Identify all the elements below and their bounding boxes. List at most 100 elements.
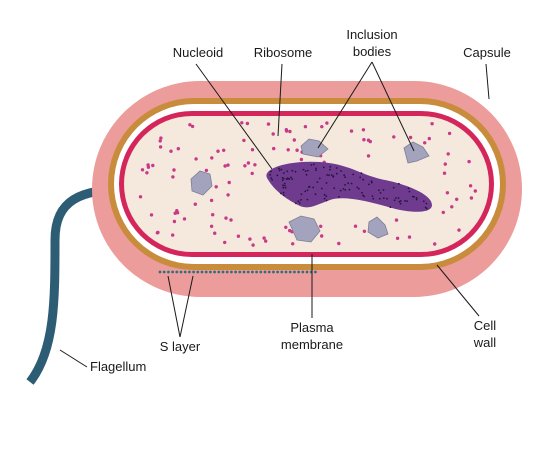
nucleoid-dna-dot [284, 186, 287, 189]
nucleoid-dna-dot [318, 177, 321, 180]
ribosome-dot [175, 209, 179, 213]
s-layer-dot [301, 270, 305, 274]
label-plasma-membrane-line2: membrane [281, 337, 343, 352]
ribosome-dot [140, 168, 145, 172]
nucleoid-dna-dot [306, 189, 309, 192]
ribosome-dot [213, 231, 217, 235]
nucleoid-dna-dot [304, 170, 307, 173]
ribosome-dot [159, 136, 163, 140]
nucleoid-dna-dot [283, 172, 285, 174]
inclusion-body [403, 141, 430, 164]
s-layer-dot [204, 270, 208, 274]
nucleoid-dna-dot [330, 174, 333, 176]
nucleoid-dna-dot [325, 195, 328, 198]
ribosome-dot [455, 197, 459, 201]
s-layer-dot [293, 270, 296, 274]
nucleoid-dna-dot [306, 169, 309, 172]
nucleoid-dna-dot [312, 186, 315, 189]
nucleoid-dna-dot [329, 168, 331, 171]
ribosome-dot [262, 236, 266, 240]
s-layer-dot [242, 270, 246, 274]
s-layer-dot [200, 270, 204, 274]
nucleoid-dna-dot [425, 202, 428, 205]
nucleoid-dna-dot [278, 169, 281, 172]
ribosome-dot [222, 148, 226, 152]
nucleoid-dna-dot [286, 170, 289, 173]
inclusion-body [288, 215, 321, 243]
s-layer-dot [305, 270, 309, 274]
ribosome-dot [145, 171, 149, 175]
ribosome-dot [151, 163, 155, 168]
ribosome-dot [349, 129, 354, 133]
nucleoid-dna-dot [398, 182, 400, 185]
ribosome-dot [292, 138, 296, 142]
ribosome-dot [245, 121, 250, 126]
nucleoid-dna-dot [398, 200, 401, 203]
ribosome-dot [467, 159, 471, 164]
ribosome-dot [320, 234, 324, 238]
ribosome-dot [362, 229, 367, 233]
nucleoid-dna-dot [307, 186, 310, 189]
s-layer-dot [284, 270, 288, 274]
nucleoid-dna-dot [282, 194, 285, 197]
s-layer-dot [217, 270, 221, 274]
nucleoid-dna-dot [316, 181, 319, 184]
s-layer-dot [259, 270, 263, 274]
ribosome-dot [288, 129, 292, 134]
ribosome-dot [264, 239, 268, 243]
ribosome-dot [271, 132, 275, 136]
ribosome-dot [266, 122, 271, 126]
nucleoid-dna-dots [269, 163, 428, 210]
ribosome-dot [325, 121, 329, 125]
ribosome-dot [368, 139, 372, 144]
nucleoid-dna-dot [306, 198, 309, 201]
nucleoid-dna-dot [358, 187, 360, 190]
nucleoid-dna-dot [310, 164, 313, 166]
s-layer-dot [213, 270, 217, 274]
ribosome-dot [457, 228, 461, 232]
s-layer-dot [230, 270, 233, 274]
ribosome-dot [155, 231, 160, 235]
ribosome-dot [427, 136, 431, 141]
nucleoid-dna-dot [304, 190, 307, 193]
nucleoid-dna-dot [347, 182, 350, 185]
s-layer-dot [158, 270, 162, 274]
ribosome-dot [250, 148, 255, 152]
ribosome-dot [227, 180, 231, 185]
ribosome-dot [433, 242, 437, 246]
nucleoid-dna-dot [411, 195, 414, 198]
ribosome-dot [171, 233, 175, 237]
s-layer-dot [175, 270, 179, 274]
nucleoid-dna-dot [280, 168, 283, 171]
nucleoid-dna-dot [343, 174, 346, 177]
nucleoid-dna-dot [389, 206, 392, 209]
ribosome-dot [445, 191, 450, 195]
ribosome-dot [236, 234, 241, 238]
inclusion-body [367, 216, 389, 239]
ribosome-dot [214, 185, 218, 189]
ribosome-dot [284, 129, 289, 133]
nucleoid-dna-dot [422, 200, 425, 203]
label-cell-wall-line2: wall [473, 335, 497, 350]
nucleoid-dna-dot [280, 192, 282, 195]
nucleoid-dna-dot [290, 176, 292, 179]
nucleoid-dna-dot [368, 183, 370, 186]
nucleoid-dna-dot [271, 179, 273, 181]
label-plasma-membrane-line1: Plasma [290, 320, 334, 335]
nucleoid-dna-dot [397, 197, 400, 199]
label-ribosome: Ribosome [254, 45, 313, 60]
nucleoid-dna-dot [382, 197, 385, 200]
nucleoid-dna-dot [281, 179, 284, 182]
nucleoid-dna-dot [302, 168, 305, 171]
ribosome-dot [394, 218, 399, 222]
nucleoid-dna-dot [322, 166, 325, 169]
ribosome-dot [423, 141, 427, 145]
ribosome-dot [209, 198, 214, 203]
nucleoid-dna-dot [379, 192, 382, 194]
nucleoid-dna-dot [284, 184, 286, 187]
label-nucleoid: Nucleoid [173, 45, 224, 60]
nucleoid-dna-dot [282, 191, 285, 194]
nucleoid-dna-dot [323, 197, 326, 200]
nucleoid-dna-dot [359, 176, 361, 179]
